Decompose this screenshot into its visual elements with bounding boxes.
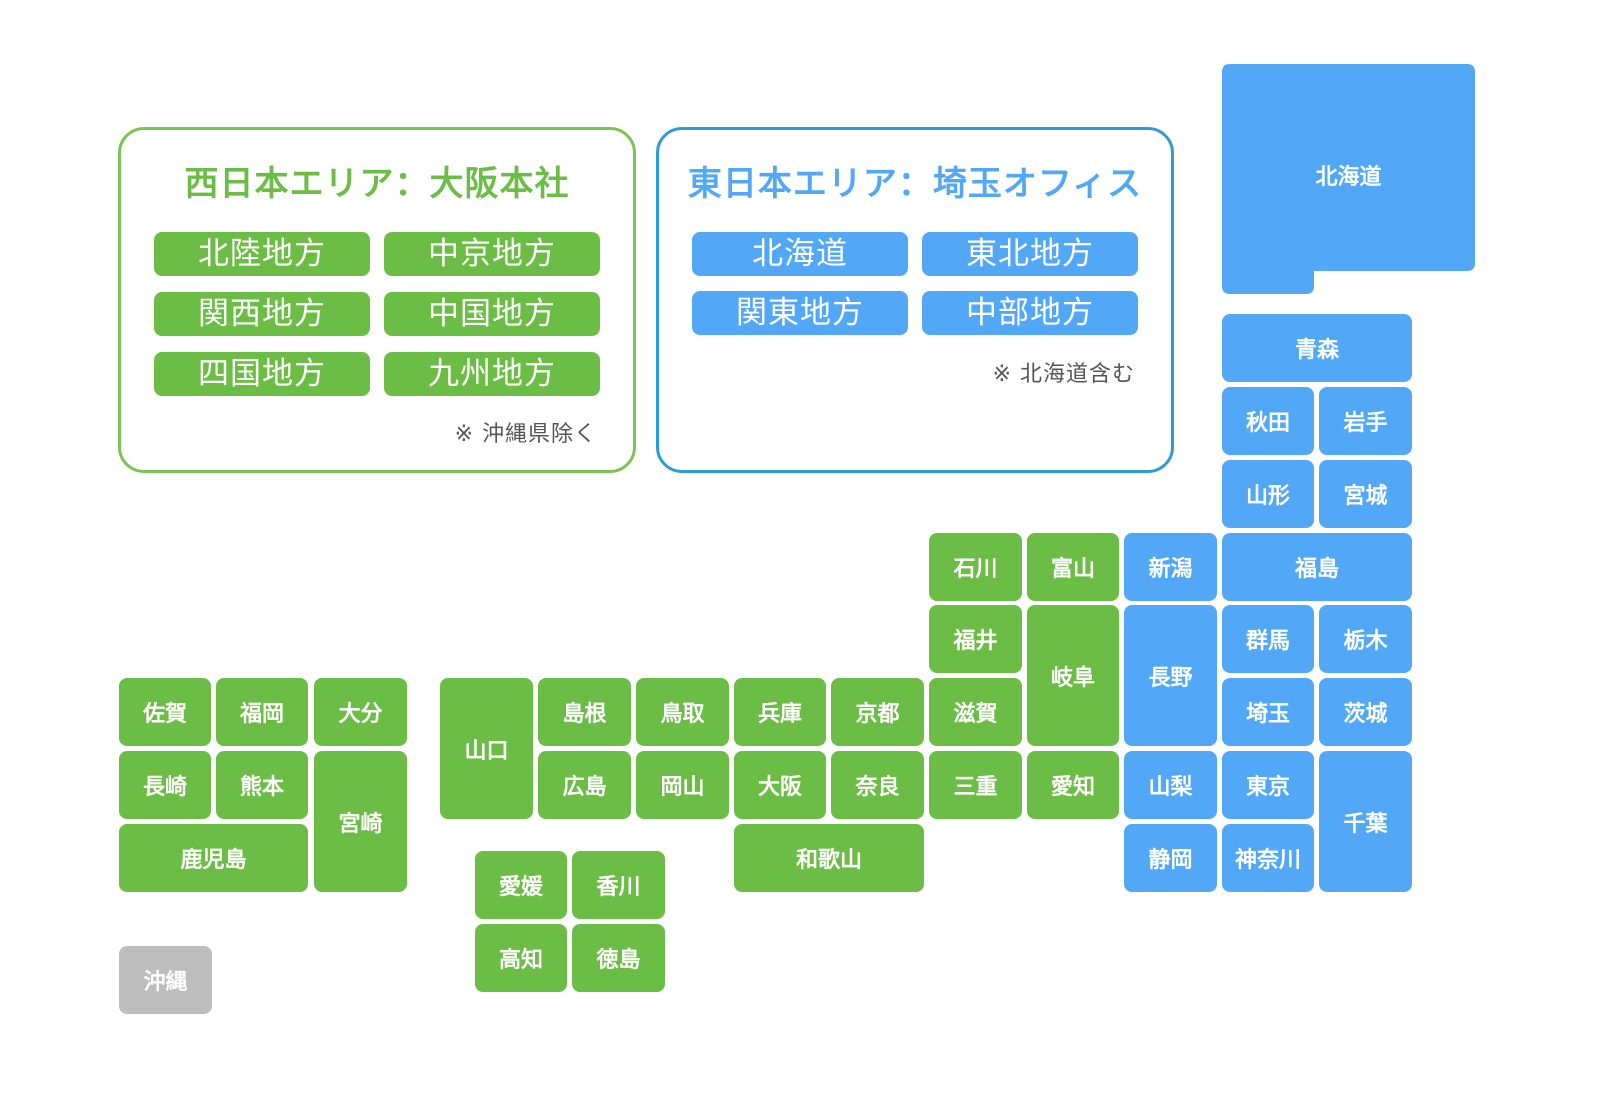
pref-ibaraki: 茨城 [1319, 678, 1412, 746]
east-region-chubu: 中部地方 [922, 291, 1138, 335]
pref-iwate: 岩手 [1319, 387, 1412, 455]
west-region-kyushu: 九州地方 [384, 352, 600, 396]
pref-oita: 大分 [314, 678, 407, 746]
pref-wakayama: 和歌山 [734, 824, 924, 892]
pref-gifu: 岐阜 [1027, 605, 1119, 746]
pref-shizuoka: 静岡 [1124, 824, 1217, 892]
pref-aomori: 青森 [1222, 314, 1412, 382]
pref-niigata: 新潟 [1124, 533, 1217, 601]
pref-yamaguchi: 山口 [440, 678, 533, 819]
pref-kyoto: 京都 [831, 678, 924, 746]
west-region-chugoku: 中国地方 [384, 292, 600, 336]
pref-toyama: 富山 [1027, 533, 1119, 601]
pref-tottori: 鳥取 [636, 678, 729, 746]
east-region-kanto: 関東地方 [692, 291, 908, 335]
pref-yamanashi: 山梨 [1124, 751, 1217, 819]
pref-miyazaki: 宮崎 [314, 751, 407, 892]
west-region-hokuriku: 北陸地方 [154, 232, 370, 276]
pref-okayama: 岡山 [636, 751, 729, 819]
pref-hokkaido-label: 北海道 [1315, 165, 1382, 190]
east-area-box: 東日本エリア：埼玉オフィス 北海道 東北地方 関東地方 中部地方 ※ 北海道含む [656, 127, 1174, 473]
pref-hyogo: 兵庫 [734, 678, 826, 746]
pref-kumamoto: 熊本 [216, 751, 308, 819]
pref-okinawa: 沖縄 [119, 946, 212, 1014]
pref-kanagawa: 神奈川 [1222, 824, 1314, 892]
pref-nagasaki: 長崎 [119, 751, 211, 819]
pref-shiga: 滋賀 [929, 678, 1022, 746]
west-region-chukyo: 中京地方 [384, 232, 600, 276]
east-region-tohoku: 東北地方 [922, 232, 1138, 276]
pref-tochigi: 栃木 [1319, 605, 1412, 673]
pref-saga: 佐賀 [119, 678, 211, 746]
pref-ehime: 愛媛 [475, 851, 567, 919]
pref-ishikawa: 石川 [929, 533, 1022, 601]
pref-chiba: 千葉 [1319, 751, 1412, 892]
east-region-hokkaido: 北海道 [692, 232, 908, 276]
west-region-kansai: 関西地方 [154, 292, 370, 336]
pref-miyagi: 宮城 [1319, 460, 1412, 528]
pref-nagano: 長野 [1124, 605, 1217, 746]
west-area-box: 西日本エリア：大阪本社 北陸地方 中京地方 関西地方 中国地方 四国地方 九州地… [118, 127, 636, 473]
pref-hiroshima: 広島 [538, 751, 631, 819]
pref-kochi: 高知 [475, 924, 567, 992]
pref-shimane: 島根 [538, 678, 631, 746]
pref-fukui: 福井 [929, 605, 1022, 673]
pref-hokkaido: 北海道 [1222, 64, 1475, 294]
pref-osaka: 大阪 [734, 751, 826, 819]
pref-aichi: 愛知 [1027, 751, 1119, 819]
pref-fukushima: 福島 [1222, 533, 1412, 601]
east-area-note: ※ 北海道含む [992, 362, 1135, 387]
hokkaido-shape [1222, 64, 1475, 294]
west-area-note: ※ 沖縄県除く [454, 422, 597, 447]
pref-kagawa: 香川 [572, 851, 665, 919]
west-area-title: 西日本エリア：大阪本社 [184, 164, 570, 204]
pref-tokushima: 徳島 [572, 924, 665, 992]
pref-nara: 奈良 [831, 751, 924, 819]
pref-kagoshima: 鹿児島 [119, 824, 308, 892]
pref-tokyo: 東京 [1222, 751, 1314, 819]
pref-akita: 秋田 [1222, 387, 1314, 455]
pref-saitama: 埼玉 [1222, 678, 1314, 746]
east-area-title: 東日本エリア：埼玉オフィス [687, 164, 1143, 204]
pref-gunma: 群馬 [1222, 605, 1314, 673]
pref-fukuoka: 福岡 [216, 678, 308, 746]
pref-yamagata: 山形 [1222, 460, 1314, 528]
pref-mie: 三重 [929, 751, 1022, 819]
west-region-shikoku: 四国地方 [154, 352, 370, 396]
